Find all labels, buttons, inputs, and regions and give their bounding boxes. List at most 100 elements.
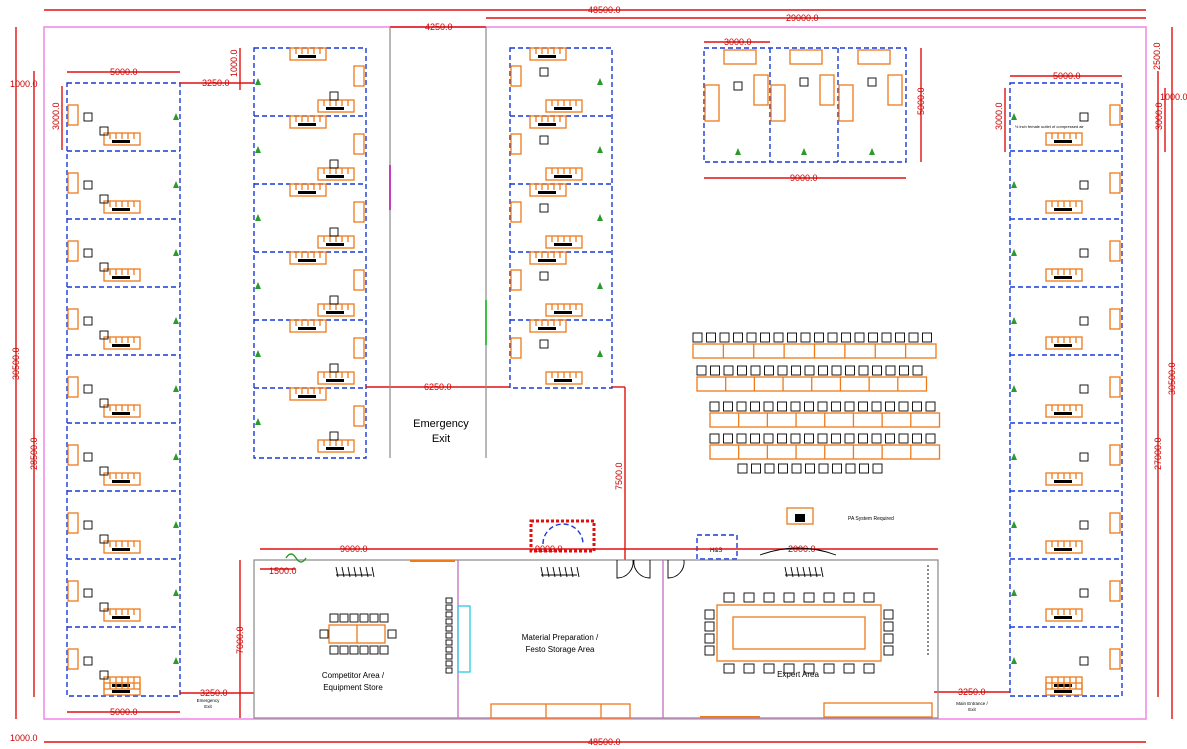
chair — [831, 365, 842, 376]
chair — [763, 401, 774, 412]
h-and-s-label: H&S — [710, 548, 722, 554]
dim-right-gap-3250-bottom: 3250.0 — [958, 687, 986, 697]
chair — [804, 401, 814, 412]
chair — [760, 332, 770, 343]
chair — [845, 365, 855, 376]
right-booth-column — [1009, 82, 1123, 697]
plant-icon — [173, 249, 179, 256]
dim-right-bay-3000b: 3000.0 — [1154, 102, 1164, 130]
chair — [854, 332, 865, 343]
dim-left-offset-bottom: 1000.0 — [10, 733, 38, 743]
chair — [709, 433, 720, 444]
dim-mid-1000: 1000.0 — [229, 49, 239, 77]
chair — [804, 365, 815, 376]
chair — [737, 365, 747, 376]
plant-icon — [1011, 113, 1017, 120]
plant-icon — [597, 146, 603, 153]
plant-icon — [735, 148, 741, 155]
expert-area-label: Expert Area — [777, 670, 819, 679]
chair — [912, 433, 922, 444]
chair — [912, 401, 922, 412]
chair — [764, 365, 774, 376]
dim-top-total: 48500.0 — [588, 5, 621, 15]
chair — [733, 332, 743, 343]
chair — [818, 365, 828, 376]
chair — [895, 332, 905, 343]
dim-left-height-30500: 30500.0 — [11, 347, 21, 380]
plant-icon — [1011, 385, 1017, 392]
main-entrance-line2: Exit — [968, 707, 976, 712]
chair — [723, 433, 733, 444]
chair — [858, 433, 868, 444]
plant-icon — [801, 148, 807, 155]
dim-right-col-width-top: 5000.0 — [1053, 71, 1081, 81]
plant-icon — [173, 113, 179, 120]
plant-icon — [255, 146, 261, 153]
chair — [723, 401, 733, 412]
chair — [899, 365, 909, 376]
small-emergency-exit-line1: Emergency — [197, 698, 221, 703]
chair — [872, 365, 882, 376]
chair — [800, 332, 811, 343]
plant-icon — [173, 385, 179, 392]
chair — [831, 401, 841, 412]
compressed-air-note: ½ inch female outlet of compressed air — [1015, 124, 1084, 129]
dim-left-offset-top: 1000.0 — [10, 79, 38, 89]
dim-bld-1500: 1500.0 — [269, 566, 297, 576]
main-entrance-line1: Main Entrance / — [956, 701, 988, 706]
chair — [844, 433, 855, 444]
competitor-table — [319, 613, 397, 655]
plant-icon — [869, 148, 875, 155]
plant-icon — [255, 350, 261, 357]
emergency-exit-label-line1: Emergency — [413, 418, 469, 430]
chair — [710, 365, 720, 376]
dim-top-block-9000: 9000.0 — [790, 173, 818, 183]
dim-right-top-offset: 2500.0 — [1152, 42, 1162, 70]
plant-icon — [597, 214, 603, 221]
competitor-area-label-line2: Equipment Store — [323, 683, 383, 692]
plant-icon — [1011, 657, 1017, 664]
plant-icon — [255, 282, 261, 289]
chair — [925, 401, 936, 412]
plant-icon — [255, 418, 261, 425]
dim-bld-7000: 7000.0 — [235, 626, 245, 654]
plant-icon — [597, 282, 603, 289]
plant-icon — [173, 521, 179, 528]
top-right-booth-block — [703, 47, 907, 163]
chair — [750, 433, 760, 444]
chair — [885, 365, 896, 376]
chair — [696, 365, 707, 376]
plant-icon — [597, 78, 603, 85]
chair — [723, 365, 734, 376]
chair — [885, 433, 895, 444]
audience-seating — [692, 332, 941, 474]
chair — [790, 401, 801, 412]
chair — [773, 332, 784, 343]
chair — [898, 433, 909, 444]
dim-right-bay-3000a: 3000.0 — [994, 102, 1004, 130]
plant-icon — [1011, 249, 1017, 256]
dim-top-block-3000: 3000.0 — [724, 37, 752, 47]
chair — [908, 332, 919, 343]
chair — [804, 433, 814, 444]
plant-icon — [173, 317, 179, 324]
dim-left-col-width-top: 5000.0 — [110, 67, 138, 77]
dim-bld-9000-left: 9000.0 — [340, 544, 368, 554]
chair — [750, 365, 761, 376]
dim-top-right: 29000.0 — [786, 13, 819, 23]
chair — [871, 433, 882, 444]
plant-icon — [173, 453, 179, 460]
chair — [817, 433, 828, 444]
chair — [790, 433, 801, 444]
dim-right-height-27000: 27000.0 — [1153, 437, 1163, 470]
dim-left-height-28500: 28500.0 — [29, 437, 39, 470]
dim-left-gap-3250-bottom: 3250.0 — [200, 688, 228, 698]
plant-icon — [1011, 181, 1017, 188]
plant-icon — [1011, 521, 1017, 528]
dim-bottom-total: 48500.0 — [588, 737, 621, 747]
chair — [777, 401, 787, 412]
material-prep-label-line1: Material Preparation / — [522, 633, 599, 642]
chair — [868, 332, 878, 343]
chair — [814, 332, 824, 343]
center-left-booth-column — [253, 47, 367, 459]
